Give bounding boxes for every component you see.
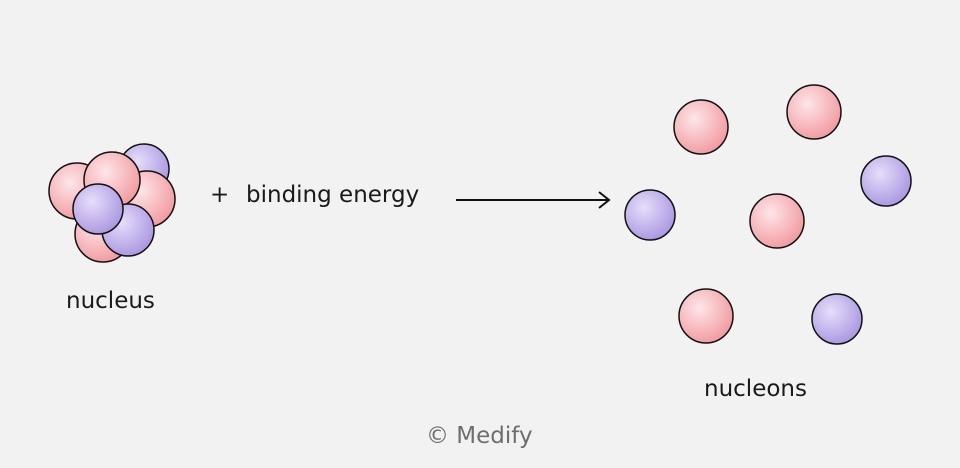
neutron-sphere	[72, 183, 124, 235]
proton-sphere	[673, 99, 729, 155]
nucleons-label: nucleons	[704, 376, 807, 402]
reaction-arrow	[456, 191, 611, 209]
neutron-sphere	[811, 293, 863, 345]
proton-sphere	[678, 288, 734, 344]
proton-sphere	[786, 84, 842, 140]
plus-sign: +	[210, 182, 230, 208]
nucleus-cluster	[48, 143, 176, 263]
binding-energy-label: binding energy	[246, 182, 420, 208]
neutron-sphere	[624, 189, 676, 241]
neutron-sphere	[860, 155, 912, 207]
copyright-watermark: © Medify	[426, 423, 533, 449]
nucleus-label: nucleus	[66, 288, 155, 314]
free-nucleons	[624, 84, 912, 345]
proton-sphere	[749, 193, 805, 249]
